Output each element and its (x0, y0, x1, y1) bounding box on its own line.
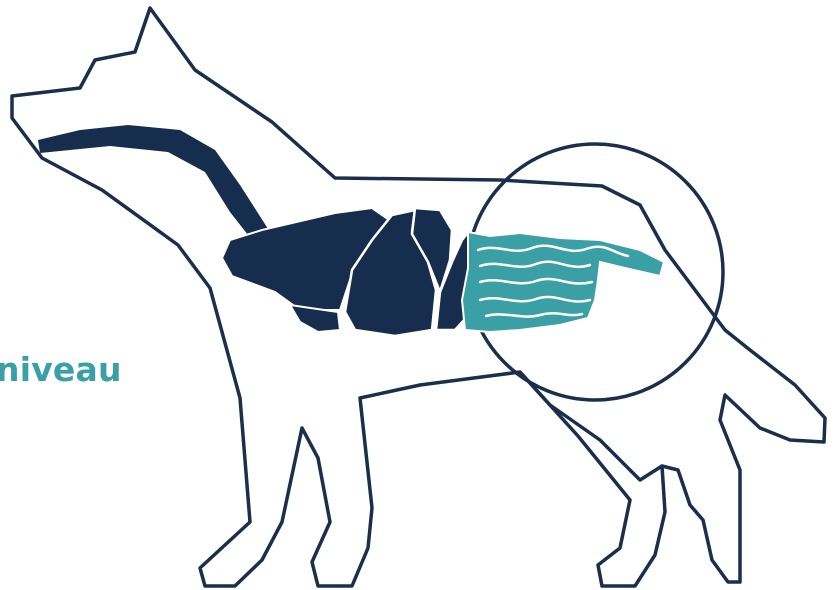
dog-anatomy-illustration (0, 0, 835, 590)
dog-digestive-diagram: niveau (0, 0, 835, 590)
